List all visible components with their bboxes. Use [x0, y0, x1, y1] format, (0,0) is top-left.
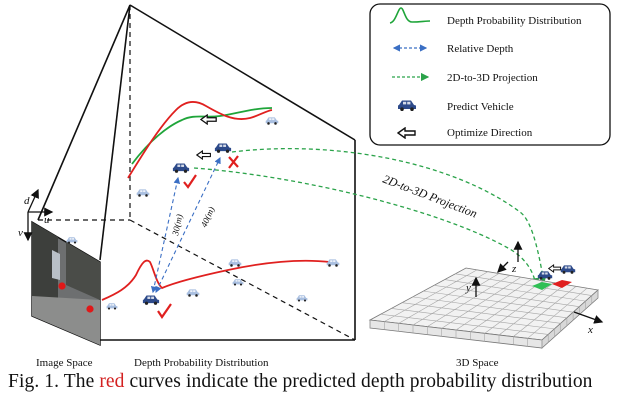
legend-box — [369, 3, 611, 146]
axis-d-label: d — [24, 195, 30, 207]
green-curve-top — [131, 107, 273, 165]
caption-highlight: red — [99, 371, 125, 392]
label-3d-space: 3D Space — [456, 357, 499, 369]
legend-item-projection: 2D-to-3D Projection — [447, 72, 538, 84]
axis-z-label: z — [511, 263, 517, 275]
axis-x-label: x — [587, 324, 593, 336]
image-axes: u v d — [18, 188, 54, 242]
image-plane — [31, 220, 101, 347]
cross-mark — [228, 155, 239, 169]
marks — [157, 155, 239, 319]
legend-item-relative-depth: Relative Depth — [447, 43, 514, 55]
legend-dist-icon — [389, 7, 431, 24]
vehicle-bottom — [142, 295, 160, 305]
figure-canvas: u v d 30(m) 40(m) — [18, 3, 611, 369]
projection-label: 2D-to-3D Projection — [381, 172, 479, 221]
caption-prefix: Fig. 1. The — [8, 371, 100, 392]
image-point-2 — [86, 305, 94, 313]
highlight-red-cell — [552, 280, 572, 288]
caption-suffix: curves indicate the predicted depth prob… — [124, 371, 593, 392]
legend-item-vehicle: Predict Vehicle — [447, 101, 514, 113]
figure-caption: Fig. 1. The red curves indicate the pred… — [8, 371, 640, 393]
space-axes: y x z — [465, 240, 604, 336]
voxel-grid — [368, 267, 599, 349]
axis-u-label: u — [44, 214, 50, 226]
axis-y-label: y — [465, 282, 471, 294]
red-curve-top — [127, 101, 273, 179]
check-mark-lower — [157, 303, 172, 319]
legend: Depth Probability Distribution Relative … — [369, 3, 611, 146]
distance-30-label: 30(m) — [170, 213, 184, 237]
axis-v-label: v — [18, 227, 23, 239]
label-image-space: Image Space — [36, 357, 93, 369]
legend-item-distribution: Depth Probability Distribution — [447, 15, 582, 27]
label-depth-distribution: Depth Probability Distribution — [134, 357, 269, 369]
optimize-arrow-3d — [548, 264, 562, 273]
legend-item-optimize: Optimize Direction — [447, 127, 533, 139]
highlight-green-cell — [532, 282, 552, 290]
check-mark-upper — [183, 174, 197, 189]
image-point-1 — [58, 282, 66, 290]
